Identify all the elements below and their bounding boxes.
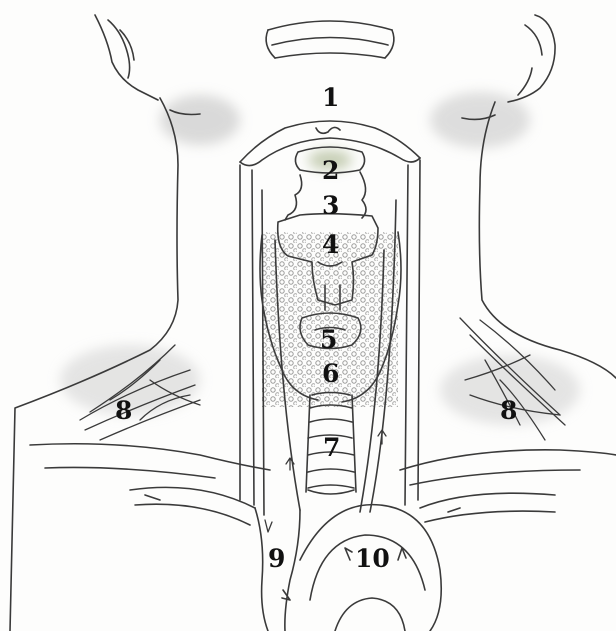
label-2: 2 [322,158,339,183]
label-10: 10 [355,546,390,571]
chin [266,21,394,58]
label-8-right: 8 [500,398,517,423]
label-6: 6 [322,361,339,386]
label-8-left: 8 [115,398,132,423]
right-ear [508,15,555,102]
label-5: 5 [320,327,337,352]
label-3: 3 [322,193,339,218]
label-4: 4 [322,232,339,257]
label-1: 1 [322,85,339,110]
label-9: 9 [268,546,285,571]
left-ear [95,15,158,100]
label-7: 7 [323,435,340,460]
